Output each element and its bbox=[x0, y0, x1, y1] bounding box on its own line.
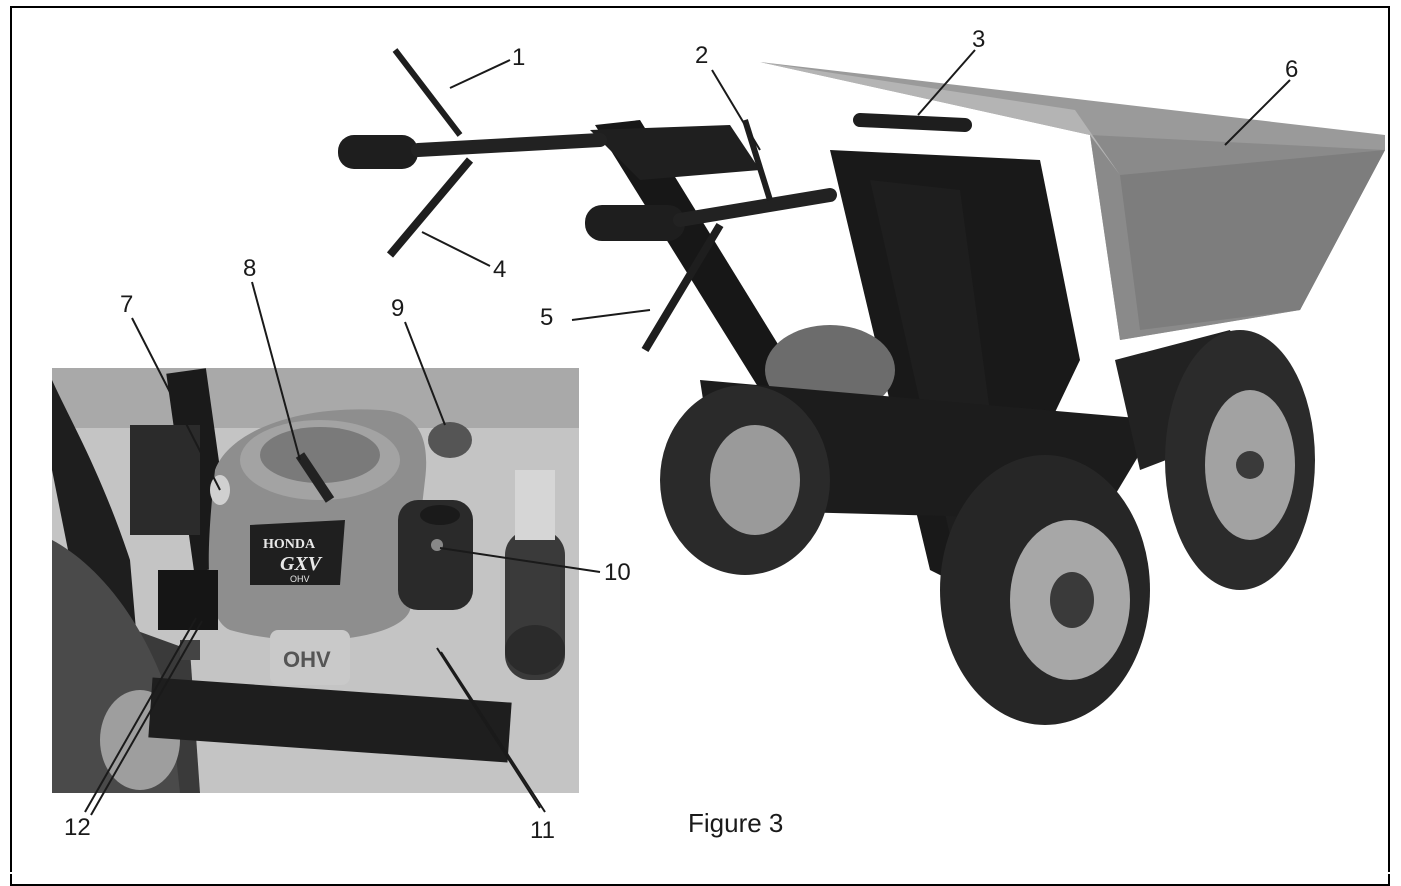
callout-9: 9 bbox=[391, 295, 405, 322]
callout-10: 10 bbox=[604, 559, 631, 586]
valve-cover-text: OHV bbox=[283, 647, 331, 672]
engine-sub-text: OHV bbox=[290, 574, 310, 584]
callout-11: 11 bbox=[530, 817, 555, 844]
leader-lines bbox=[84, 49, 1291, 816]
engine-inset-photo bbox=[52, 368, 579, 793]
callout-1: 1 bbox=[512, 44, 526, 71]
callout-4: 4 bbox=[493, 256, 507, 283]
engine-model-text: GXV bbox=[280, 553, 323, 575]
callout-8: 8 bbox=[243, 255, 257, 282]
callout-12: 12 bbox=[64, 814, 91, 841]
power-barrow-photo bbox=[338, 48, 1385, 725]
callout-3: 3 bbox=[972, 26, 986, 53]
figure-caption: Figure 3 bbox=[688, 808, 784, 838]
engine-brand-text: HONDA bbox=[263, 537, 316, 552]
callout-6: 6 bbox=[1285, 56, 1299, 83]
callout-5: 5 bbox=[540, 304, 554, 331]
callout-7: 7 bbox=[120, 291, 134, 318]
callout-2: 2 bbox=[695, 42, 709, 69]
